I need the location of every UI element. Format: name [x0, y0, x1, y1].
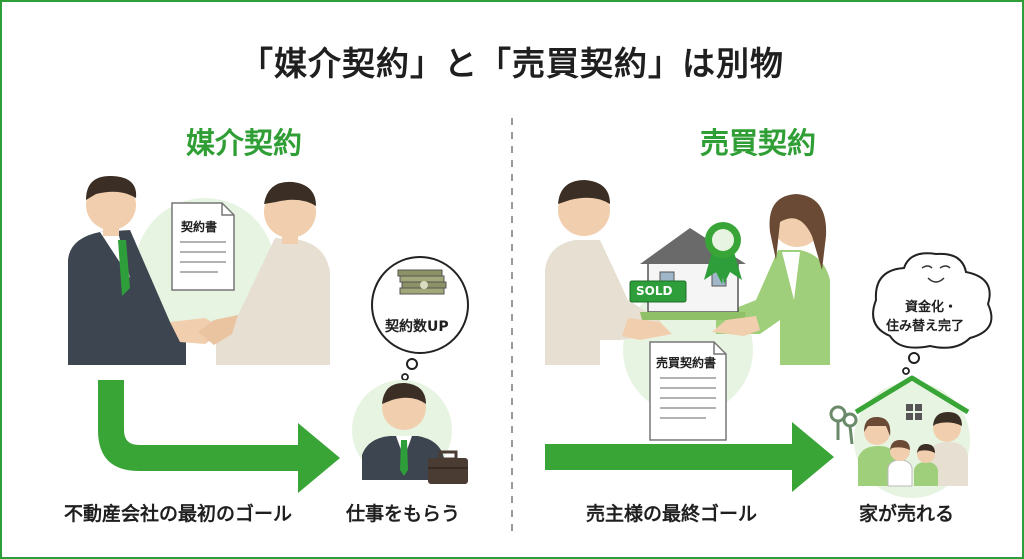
- house-outline-icon: [854, 375, 970, 420]
- thought-bubble-line-2: 住み替え完了: [886, 319, 965, 334]
- label-house-sold: 家が売れる: [859, 503, 955, 525]
- label-get-job: 仕事をもらう: [346, 503, 461, 525]
- client-figure: [216, 181, 330, 365]
- agent-figure: [68, 175, 186, 365]
- page-title: 「媒介契約」と「売買契約」は別物: [240, 44, 784, 83]
- buyer-figure: [716, 194, 830, 365]
- straight-arrow: [545, 422, 834, 492]
- sales-contract-document-icon: [649, 341, 727, 441]
- keys-icon: [829, 405, 858, 445]
- smiling-face-icon: [921, 265, 951, 283]
- award-ribbon-icon: [704, 222, 742, 284]
- thought-bubble-label: 契約数UP: [385, 319, 449, 335]
- sold-sign-label: SOLD: [636, 284, 673, 298]
- briefcase-icon: [428, 450, 468, 484]
- sales-contract-document-label: 売買契約書: [656, 356, 717, 370]
- money-stack-icon: [397, 269, 447, 295]
- label-agent-first-goal: 不動産会社の最初のゴール: [64, 503, 293, 525]
- hands-icon: [622, 316, 760, 340]
- handshake-icon: [170, 315, 238, 345]
- label-seller-final-goal: 売主様の最終ゴール: [586, 503, 758, 525]
- l-shaped-arrow: [98, 380, 340, 493]
- contract-document-icon: [171, 202, 235, 291]
- worker-figure: [362, 382, 444, 480]
- section-heading-sales: 売買契約: [700, 126, 817, 160]
- section-heading-mediation: 媒介契約: [186, 126, 303, 160]
- family-figure: [858, 412, 968, 487]
- thought-bubble-right: [872, 252, 993, 375]
- contract-document-label: 契約書: [181, 220, 218, 234]
- sold-sign: [629, 280, 687, 303]
- thought-bubble-line-1: 資金化・: [905, 300, 958, 315]
